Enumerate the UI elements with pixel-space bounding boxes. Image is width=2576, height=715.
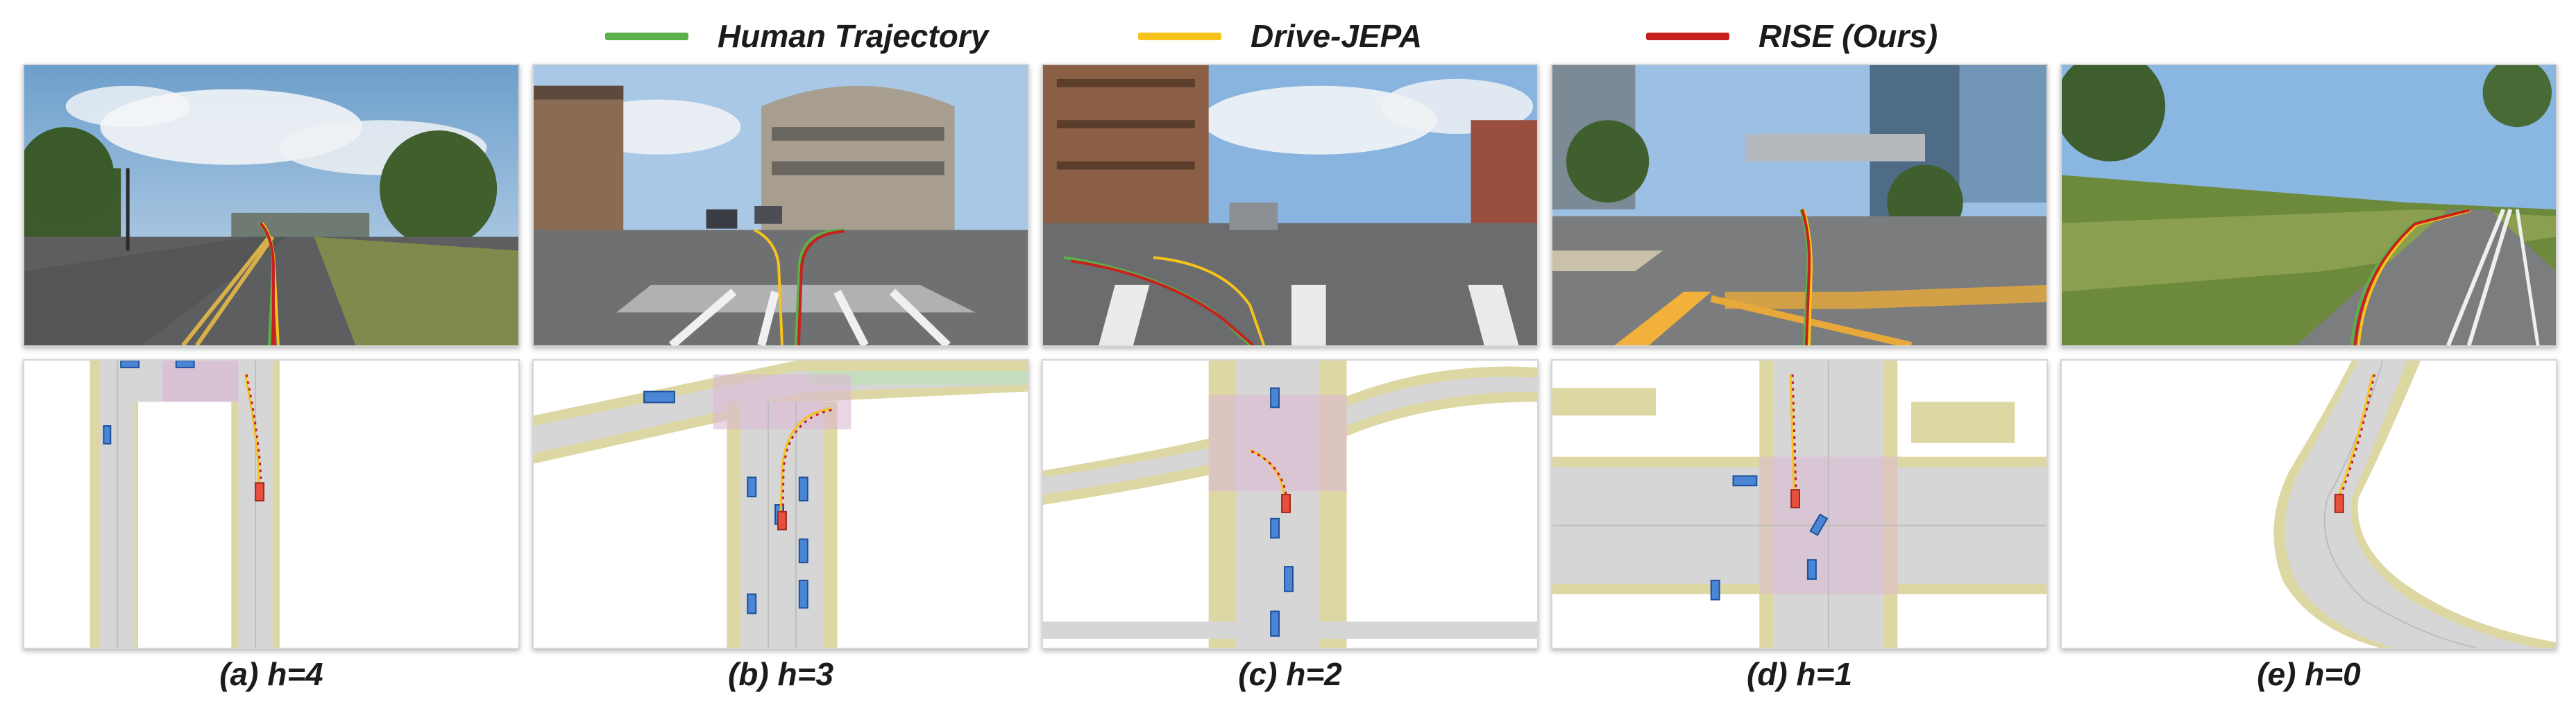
legend: Human Trajectory Drive-JEPA RISE (Ours) [0,8,2576,64]
caption-a: (a) h=4 [219,656,323,692]
bev-map-a [23,359,520,649]
legend-swatch-rise [1646,32,1729,40]
bev-map-d [1551,359,2048,649]
bev-map-c [1042,359,1539,649]
caption-b: (b) h=3 [727,656,834,692]
camera-view-d [1551,64,2048,347]
camera-view-c [1042,64,1539,347]
legend-item-rise: RISE (Ours) [1646,8,1938,64]
legend-item-drive-jepa: Drive-JEPA [1138,8,1422,64]
legend-swatch-drive-jepa [1138,32,1221,40]
bev-map-b [532,359,1029,649]
caption-c: (c) h=2 [1238,656,1342,692]
legend-label-drive-jepa: Drive-JEPA [1251,18,1423,54]
caption-e: (e) h=0 [2257,656,2361,692]
legend-item-human: Human Trajectory [605,8,988,64]
camera-view-e [2060,64,2557,347]
legend-swatch-human [605,32,688,40]
legend-label-human: Human Trajectory [718,18,989,54]
caption-d: (d) h=1 [1746,656,1853,692]
camera-view-a [23,64,520,347]
camera-view-b [532,64,1029,347]
bev-map-e [2060,359,2557,649]
legend-label-rise: RISE (Ours) [1759,18,1938,54]
